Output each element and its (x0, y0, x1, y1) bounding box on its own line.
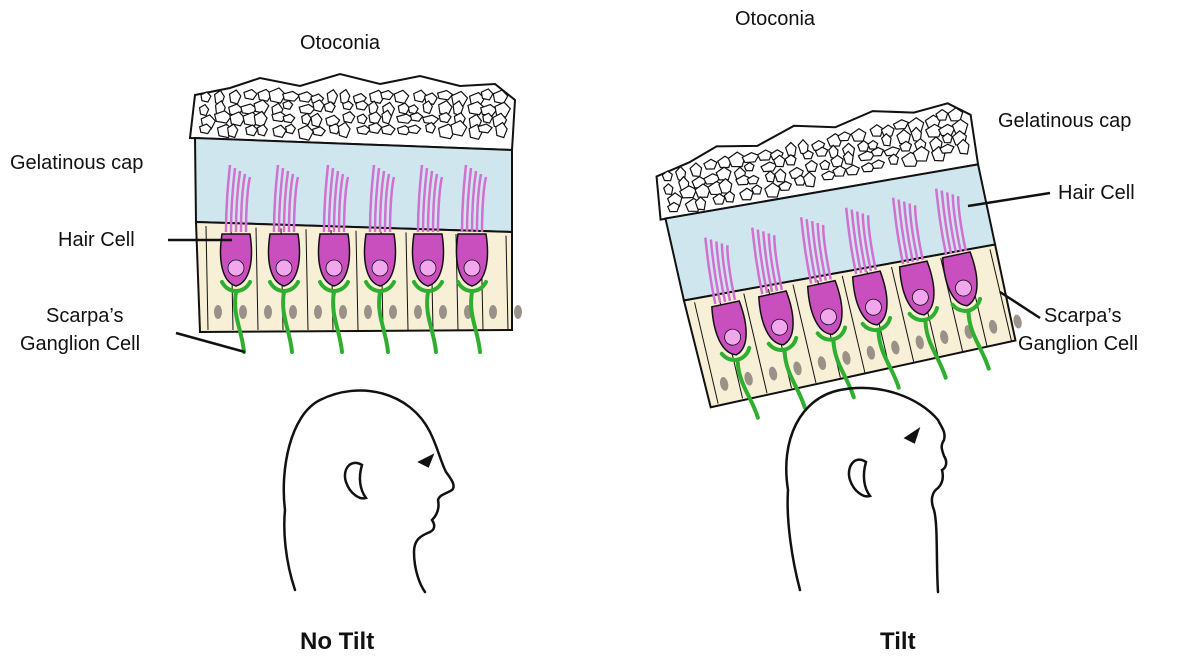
hair-cell-nucleus (372, 260, 388, 276)
left-otoconia-label: Otoconia (300, 32, 380, 54)
support-cell-nucleus (414, 305, 422, 319)
support-cell-nucleus (214, 305, 222, 319)
right-ganglion-label-line1: Scarpa’s (1044, 305, 1121, 327)
support-cell-nucleus (514, 305, 522, 319)
right-gelatinous-cap-label: Gelatinous cap (998, 110, 1131, 132)
support-cell-nucleus (289, 305, 297, 319)
head-tilt-icon (786, 388, 946, 592)
hair-cell-nucleus (326, 260, 342, 276)
hair-cell-nucleus (464, 260, 480, 276)
support-cell-nucleus (389, 305, 397, 319)
hair-cell-nucleus (420, 260, 436, 276)
right-macula-panel (647, 88, 1030, 429)
left-ganglion-label-line1: Scarpa’s (46, 305, 123, 327)
left-gelatinous-cap-label: Gelatinous cap (10, 152, 143, 174)
support-cell-nucleus (364, 305, 372, 319)
caption-no-tilt: No Tilt (300, 628, 374, 656)
hair-cell-nucleus (276, 260, 292, 276)
hair-cell-nucleus (228, 260, 244, 276)
left-hair-cell-label: Hair Cell (58, 229, 135, 251)
support-cell-nucleus (1012, 314, 1023, 329)
left-ganglion-leader (176, 333, 245, 352)
left-otoconia-layer (190, 74, 515, 150)
right-otoconia-label: Otoconia (735, 8, 815, 30)
caption-tilt: Tilt (880, 628, 916, 656)
head-no-tilt-icon (284, 390, 454, 592)
right-ganglion-label-line2: Ganglion Cell (1018, 333, 1138, 355)
left-ganglion-label-line2: Ganglion Cell (20, 333, 140, 355)
support-cell-nucleus (314, 305, 322, 319)
left-macula-panel (190, 74, 522, 352)
support-cell-nucleus (264, 305, 272, 319)
support-cell-nucleus (489, 305, 497, 319)
support-cell-nucleus (439, 305, 447, 319)
support-cell-nucleus (339, 305, 347, 319)
support-cell-nucleus (239, 305, 247, 319)
right-hair-cell-label: Hair Cell (1058, 182, 1135, 204)
